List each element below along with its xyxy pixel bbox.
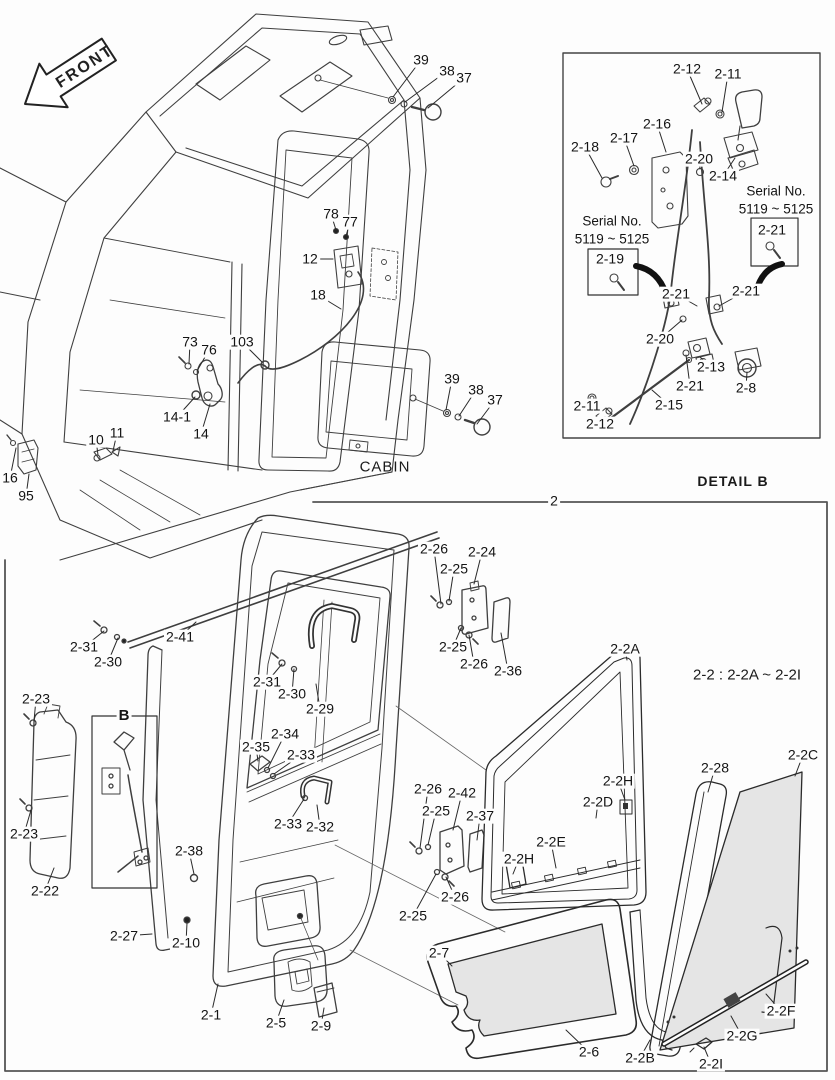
part-label-73-7: 73 <box>180 333 200 350</box>
part-label-10-12: 10 <box>86 431 106 448</box>
part-label-2-21-27: 2-21 <box>755 221 789 238</box>
part-label-2-24-40: 2-24 <box>465 543 499 560</box>
glass-range-note: 2-2 : 2-2A ~ 2-2I <box>693 666 801 684</box>
glass-parts <box>426 647 809 1060</box>
part-label-2-28-64: 2-28 <box>698 759 732 776</box>
part-label-2-2E-66: 2-2E <box>534 833 568 850</box>
part-label-12-5: 12 <box>300 250 320 267</box>
part-label-2-35-50: 2-35 <box>239 738 273 755</box>
part-label-2-6-79: 2-6 <box>576 1043 602 1060</box>
part-label-2-7-78: 2-7 <box>426 944 452 961</box>
serial-note-1: Serial No.5119 ~ 5125 <box>736 182 816 218</box>
part-label-2-21-28: 2-21 <box>659 285 693 302</box>
part-label-2-33-51: 2-33 <box>284 746 318 763</box>
part-label-2-5-76: 2-5 <box>263 1014 289 1031</box>
part-label-2-12-19: 2-12 <box>670 60 704 77</box>
part-label-2-33-56: 2-33 <box>271 815 305 832</box>
part-label-2-25-72: 2-25 <box>396 907 430 924</box>
part-label-2-27-73: 2-27 <box>107 927 141 944</box>
part-label-2-15-35: 2-15 <box>652 396 686 413</box>
part-label-2-42-59: 2-42 <box>445 784 479 801</box>
part-label-2-25-52: 2-25 <box>436 638 470 655</box>
part-label-2-25-41: 2-25 <box>437 560 471 577</box>
part-label-2-2D-63: 2-2D <box>580 793 616 810</box>
door-drawing <box>19 514 511 1018</box>
part-label-77-4: 77 <box>340 213 360 230</box>
part-label-2-2I-81: 2-2I <box>696 1055 726 1072</box>
cabin-drawing <box>0 13 491 561</box>
part-label-2-41-42: 2-41 <box>163 628 197 645</box>
part-label-2-34-49: 2-34 <box>268 725 302 742</box>
part-label-2-23-48: 2-23 <box>19 690 53 707</box>
part-label-2-2A-55: 2-2A <box>608 640 642 657</box>
part-label-2-11-34: 2-11 <box>571 397 603 414</box>
part-label-103-9: 103 <box>228 333 256 350</box>
part-label-2-23-68: 2-23 <box>7 825 41 842</box>
part-label-2-2B-80: 2-2B <box>623 1049 657 1066</box>
part-label-16-14: 16 <box>0 469 20 486</box>
part-label-2-30-44: 2-30 <box>91 653 125 670</box>
part-label-37-2: 37 <box>454 69 474 86</box>
part-label-2-25-60: 2-25 <box>419 802 453 819</box>
front-arrow: FRONT <box>24 37 117 109</box>
part-label-2-19-26: 2-19 <box>593 250 627 267</box>
detail-b-caption: DETAIL B <box>697 473 769 489</box>
part-label-2-2G-82: 2-2G <box>724 1027 760 1044</box>
part-label-2-36-54: 2-36 <box>491 662 525 679</box>
part-label-38-17: 38 <box>466 381 486 398</box>
part-label-78-3: 78 <box>321 205 341 222</box>
part-label-2-37-61: 2-37 <box>463 807 497 824</box>
part-label-76-8: 76 <box>199 341 219 358</box>
part-label-2-26-39: 2-26 <box>417 540 451 557</box>
part-label-B-38: B <box>116 707 132 725</box>
part-label-2-10-74: 2-10 <box>169 934 203 951</box>
part-label-2-17-22: 2-17 <box>607 129 641 146</box>
part-label-39-16: 39 <box>442 370 462 387</box>
part-label-2-30-46: 2-30 <box>275 685 309 702</box>
part-label-39-0: 39 <box>411 51 431 68</box>
part-label-2-2H-62: 2-2H <box>600 772 636 789</box>
part-label-2-11-20: 2-11 <box>712 65 744 82</box>
part-label-2-2F-83: 2-2F <box>764 1002 798 1019</box>
part-label-2-18-23: 2-18 <box>568 138 602 155</box>
part-label-2-31-45: 2-31 <box>250 673 284 690</box>
cabin-caption: CABIN <box>359 458 411 476</box>
assembly-2-frame <box>4 501 828 1072</box>
part-label-2-13-31: 2-13 <box>694 358 728 375</box>
part-label-2-21-32: 2-21 <box>673 377 707 394</box>
part-label-2-26-53: 2-26 <box>457 655 491 672</box>
part-label-2-21-29: 2-21 <box>729 282 763 299</box>
part-label-2-29-47: 2-29 <box>303 700 337 717</box>
part-label-95-15: 95 <box>16 487 36 504</box>
part-label-2-12-36: 2-12 <box>583 415 617 432</box>
part-label-38-1: 38 <box>437 62 457 79</box>
part-label-11-13: 11 <box>107 424 127 441</box>
part-label-2-26-71: 2-26 <box>438 888 472 905</box>
part-label-2-8-33: 2-8 <box>733 379 759 396</box>
part-label-2-22-70: 2-22 <box>28 882 62 899</box>
part-label-2-14-25: 2-14 <box>706 167 740 184</box>
part-label-18-6: 18 <box>308 286 328 303</box>
part-label-2-32-57: 2-32 <box>303 818 337 835</box>
part-label-2-2H-67: 2-2H <box>501 850 537 867</box>
part-label-2-16-21: 2-16 <box>640 115 674 132</box>
part-label-2-38-69: 2-38 <box>172 842 206 859</box>
part-label-14-1-10: 14-1 <box>160 408 194 425</box>
part-label-2-1-75: 2-1 <box>198 1006 224 1023</box>
part-label-2-31-43: 2-31 <box>67 638 101 655</box>
part-label-2-20-24: 2-20 <box>682 150 716 167</box>
serial-note-0: Serial No.5119 ~ 5125 <box>572 212 652 248</box>
part-label-14-11: 14 <box>191 425 211 442</box>
part-label-2-9-77: 2-9 <box>308 1017 334 1034</box>
part-label-2-37: 2 <box>548 492 560 509</box>
part-label-37-18: 37 <box>485 391 505 408</box>
part-label-2-20-30: 2-20 <box>643 330 677 347</box>
part-label-2-26-58: 2-26 <box>411 780 445 797</box>
part-label-2-2C-65: 2-2C <box>785 746 821 763</box>
